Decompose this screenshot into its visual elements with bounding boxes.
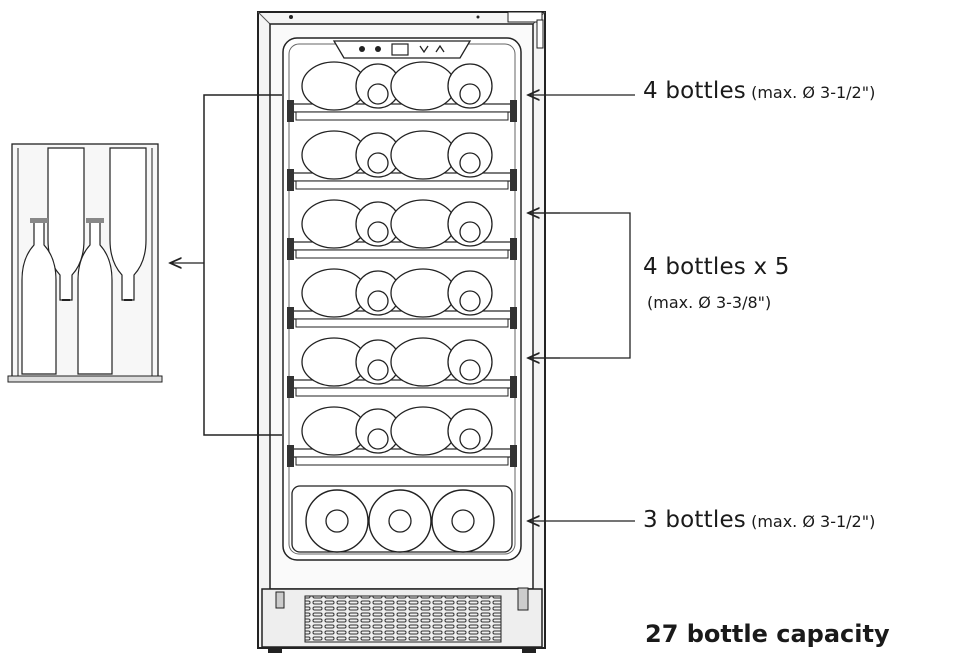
capacity-label: 27 bottle capacity — [645, 620, 890, 648]
bottle — [390, 406, 456, 456]
shelf-clip — [287, 100, 294, 122]
shelf-clip — [287, 238, 294, 260]
shelf-side-view — [7, 143, 163, 383]
bottom-shelf-label: 3 bottles (max. Ø 3-1/2") — [643, 507, 875, 533]
up-arrow-icon — [435, 44, 445, 53]
bottle — [390, 130, 456, 180]
down-arrow-icon — [419, 45, 429, 54]
bottle — [305, 489, 369, 553]
bottle — [447, 63, 493, 109]
bottle — [390, 199, 456, 249]
top-shelf-size: (max. Ø 3-1/2") — [751, 83, 876, 102]
bottle — [390, 61, 456, 111]
top-shelf-label: 4 bottles (max. Ø 3-1/2") — [643, 78, 875, 104]
bottle — [447, 408, 493, 454]
shelf-clip — [287, 376, 294, 398]
shelf — [287, 406, 517, 467]
shelf-clip — [287, 445, 294, 467]
bottle — [355, 132, 401, 178]
bottle — [447, 270, 493, 316]
bottle — [355, 339, 401, 385]
middle-shelves-label: 4 bottles x 5 — [643, 254, 790, 280]
bottle — [368, 489, 432, 553]
shelf — [287, 268, 517, 329]
shelf-clip — [287, 307, 294, 329]
power-icon — [359, 46, 365, 52]
shelf-clip — [287, 169, 294, 191]
middle-shelves-count: 4 bottles x 5 — [643, 254, 790, 280]
label-arrows — [528, 95, 635, 521]
bottle — [390, 268, 456, 318]
bottom-shelf-size: (max. Ø 3-1/2") — [751, 512, 876, 531]
shelf — [287, 337, 517, 398]
base-vent — [261, 587, 543, 653]
shelf-clip — [510, 376, 517, 398]
shelf-clip — [510, 307, 517, 329]
top-shelf-count: 4 bottles — [643, 78, 746, 104]
bottle — [355, 270, 401, 316]
middle-shelves-size: (max. Ø 3-3/8") — [647, 293, 772, 312]
bottle — [355, 408, 401, 454]
shelf-clip — [510, 445, 517, 467]
bottle — [447, 132, 493, 178]
bottle — [447, 201, 493, 247]
display-icon — [391, 43, 409, 56]
bottle — [390, 337, 456, 387]
side-view-bracket — [170, 94, 282, 436]
shelves — [287, 61, 517, 467]
shelf-clip — [510, 100, 517, 122]
shelf — [287, 61, 517, 122]
bottle — [431, 489, 495, 553]
shelf-clip — [510, 238, 517, 260]
bottom-shelf — [291, 485, 513, 553]
bottle — [447, 339, 493, 385]
shelf-clip — [510, 169, 517, 191]
shelf — [287, 130, 517, 191]
bottom-shelf-count: 3 bottles — [643, 507, 746, 533]
light-icon — [375, 46, 381, 52]
control-panel — [332, 40, 472, 59]
shelf — [287, 199, 517, 260]
